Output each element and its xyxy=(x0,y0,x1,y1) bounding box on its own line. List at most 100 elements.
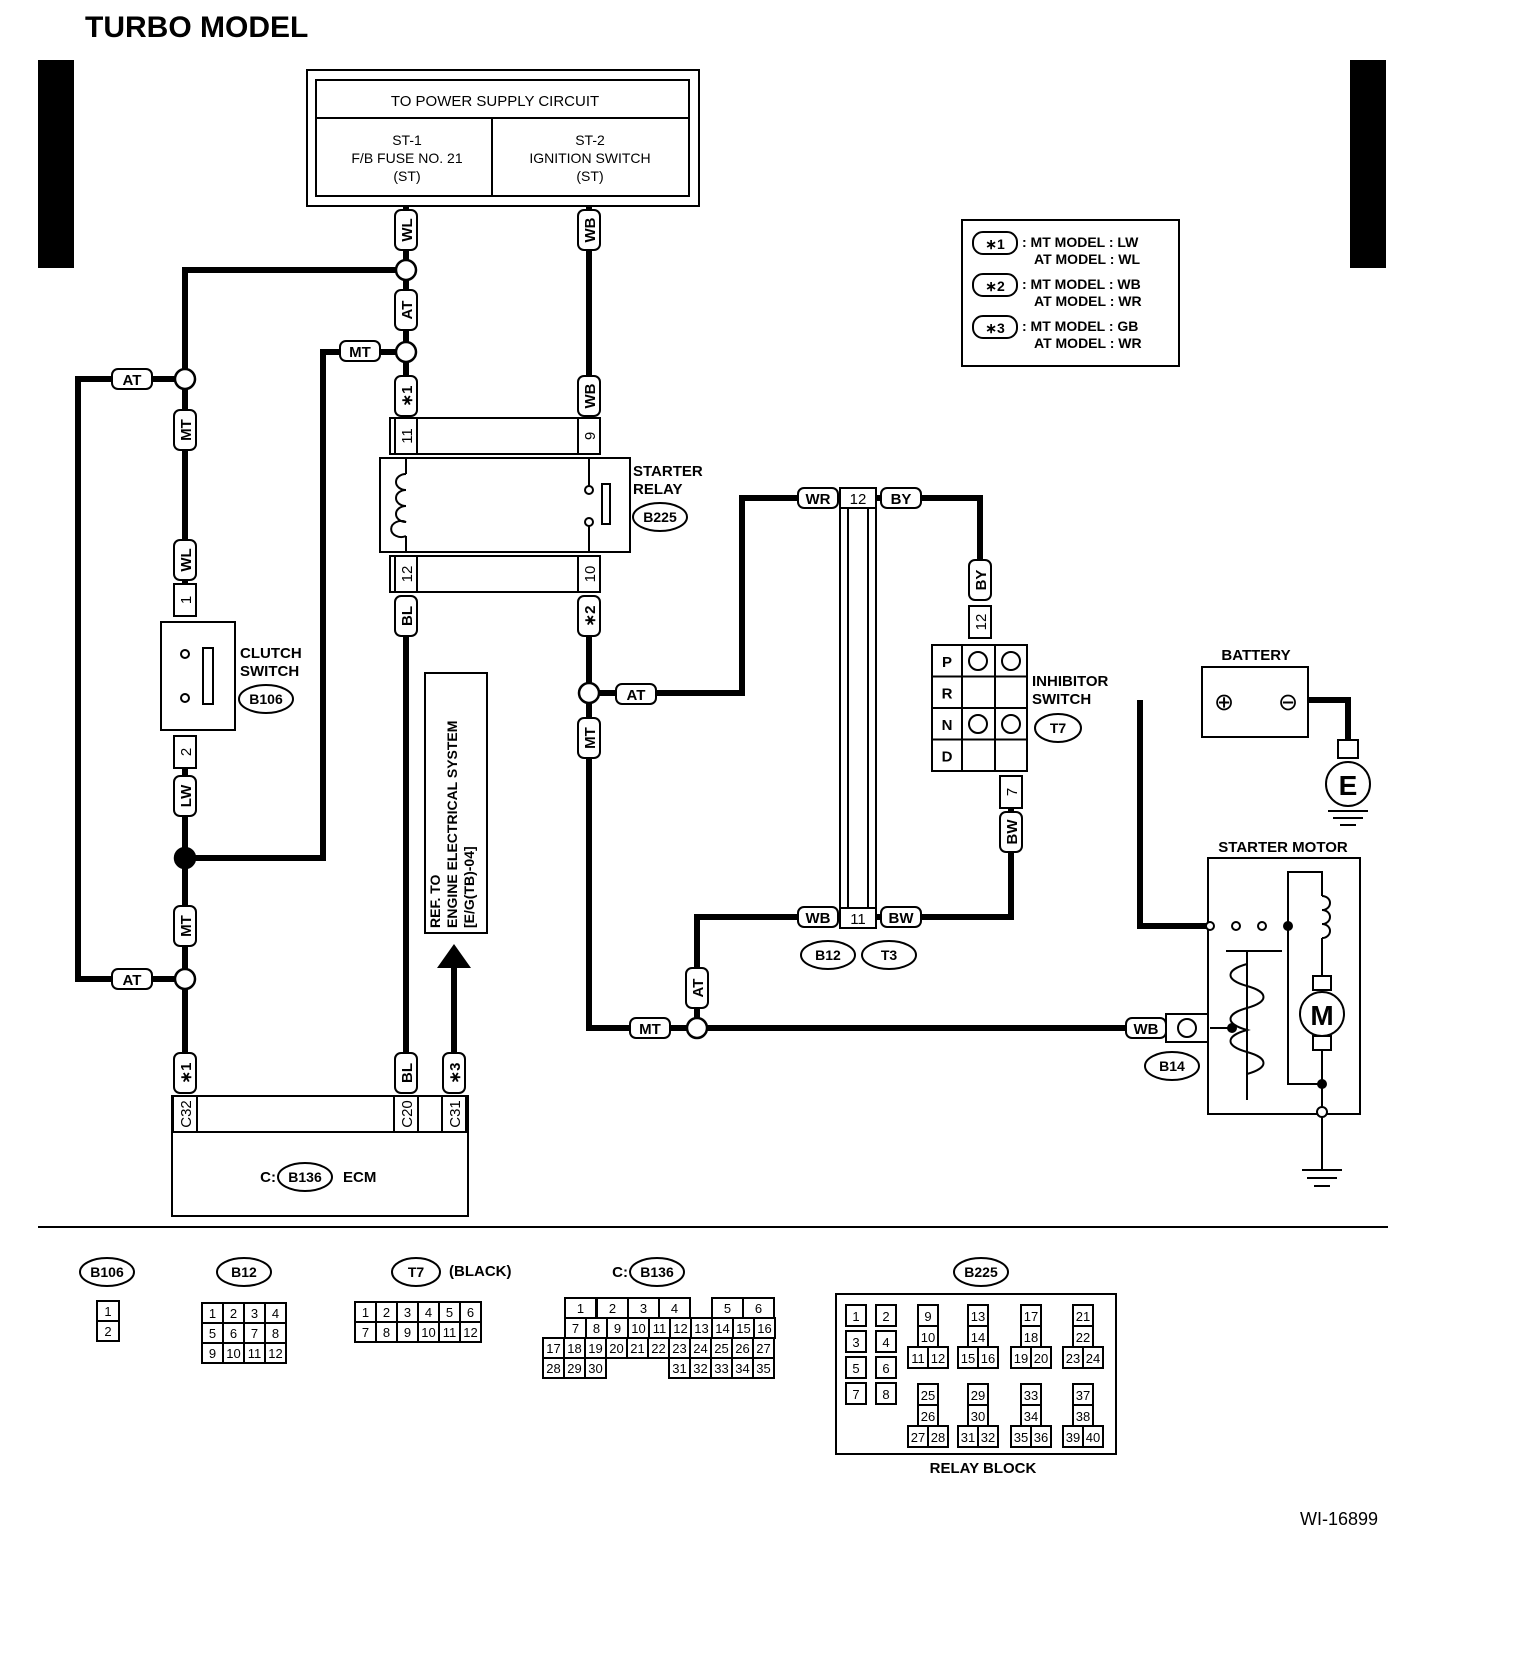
face-b136-pin-32: 32 xyxy=(693,1361,707,1376)
face-t7-pin-10: 10 xyxy=(421,1325,435,1340)
face-id-b12-text: B12 xyxy=(231,1264,257,1280)
ignition-label-0: ST-2 xyxy=(575,132,605,148)
inhibitor-pos-R: R xyxy=(942,686,953,703)
legend-line1-1: : MT MODEL : LW xyxy=(1022,234,1139,250)
node-mt-at xyxy=(685,1016,709,1040)
face-b136-pin-2: 2 xyxy=(609,1301,616,1316)
starter-solenoid-return xyxy=(1287,926,1322,1085)
relay-contact-a xyxy=(584,485,594,495)
clutch-pin-2 xyxy=(173,735,197,769)
side-tag-left xyxy=(38,60,74,268)
wire-label-lw xyxy=(173,775,197,817)
face-b106-pin-2: 2 xyxy=(104,1324,111,1339)
clutch-switch-label-1: SWITCH xyxy=(240,663,299,680)
ecm-prefix: C: xyxy=(260,1169,276,1186)
face-b225-pin-23: 23 xyxy=(1066,1351,1080,1366)
wire-wb-at-branch xyxy=(694,914,840,1028)
ecm-pin-c20-text: C20 xyxy=(399,1100,416,1128)
face-b12-pin-5: 5 xyxy=(209,1326,216,1341)
fuse-label-1: F/B FUSE NO. 21 xyxy=(351,150,462,166)
node-wl-at xyxy=(394,258,418,282)
face-id-b225 xyxy=(953,1257,1009,1287)
wire-mt-feedback xyxy=(185,349,406,861)
legend-key-1 xyxy=(972,231,1018,255)
clutch-switch xyxy=(160,621,236,731)
power-supply-box xyxy=(315,79,690,197)
face-b136-pin-10: 10 xyxy=(631,1321,645,1336)
face-b136-pin-3: 3 xyxy=(640,1301,647,1316)
node-mt-join xyxy=(394,340,418,364)
wire-battery-to-starter xyxy=(1137,700,1210,929)
inhibitor-pin-12 xyxy=(968,605,992,639)
connector-id-t3-text: T3 xyxy=(881,947,898,963)
face-b12-pin-6: 6 xyxy=(230,1326,237,1341)
wire-label-wb-b12-text: WB xyxy=(806,910,831,927)
face-b136-pin-25: 25 xyxy=(714,1341,728,1356)
face-b225-cell-6 xyxy=(875,1356,897,1379)
face-t7-pin-4: 4 xyxy=(425,1305,432,1320)
face-b225-pin-32: 32 xyxy=(981,1430,995,1445)
ref-note-line-1: ENGINE ELECTRICAL SYSTEM xyxy=(444,721,460,928)
face-b136-pin-22: 22 xyxy=(651,1341,665,1356)
ecm-id xyxy=(277,1162,333,1192)
node-at-top xyxy=(173,367,197,391)
face-t7-pin-12: 12 xyxy=(463,1325,477,1340)
relay-block-caption: RELAY BLOCK xyxy=(930,1460,1037,1477)
face-b225-pin-35: 35 xyxy=(1014,1430,1028,1445)
face-b136-pin-11: 11 xyxy=(653,1321,667,1336)
face-b225-pin-26: 26 xyxy=(921,1409,935,1424)
face-b225-cell-40 xyxy=(1082,1425,1104,1448)
b12-pin-11-box xyxy=(839,907,877,929)
wire-label-s1-top-text: ∗1 xyxy=(399,386,416,407)
wire-label-s2-text: ∗2 xyxy=(582,606,599,627)
face-b225-cell-7 xyxy=(845,1382,867,1405)
ref-note-line-0: REF. TO xyxy=(427,874,443,928)
wire-label-at-5-text: AT xyxy=(690,979,707,998)
face-t7-pin-5: 5 xyxy=(446,1305,453,1320)
wire-label-at-3-text: AT xyxy=(123,972,142,989)
starter-motor xyxy=(1207,857,1361,1115)
wire-label-bw-2 xyxy=(880,906,922,928)
relay-contact-b xyxy=(584,517,594,527)
face-b225-cell-5 xyxy=(845,1356,867,1379)
face-t7-note: (BLACK) xyxy=(449,1263,511,1280)
ignition-label-2: (ST) xyxy=(576,168,603,184)
b12-pin-12-box xyxy=(839,487,877,509)
face-b225-cell-4 xyxy=(875,1330,897,1353)
face-b225-pin-34: 34 xyxy=(1024,1409,1038,1424)
wire-label-mt-5-text: MT xyxy=(639,1021,661,1038)
face-b12-cell-12 xyxy=(264,1342,287,1364)
face-b225-cell-36 xyxy=(1030,1425,1052,1448)
face-b225-cell-20 xyxy=(1030,1346,1052,1369)
face-b136-pin-6: 6 xyxy=(755,1301,762,1316)
figure-id: WI-16899 xyxy=(1300,1509,1378,1529)
relay-pin-10-text: 10 xyxy=(582,566,599,583)
inhibitor-switch-id xyxy=(1034,713,1082,743)
face-b225-cell-2 xyxy=(875,1304,897,1327)
solenoid-coil-icon xyxy=(1229,963,1265,1075)
motor-brush-bottom xyxy=(1312,1035,1332,1051)
face-b136-pin-18: 18 xyxy=(567,1341,581,1356)
legend-key-text-2: ∗2 xyxy=(985,278,1005,294)
wire-label-wb-mid xyxy=(577,375,601,417)
face-b136-pin-17: 17 xyxy=(546,1341,560,1356)
face-id-b12 xyxy=(216,1257,272,1287)
face-b136-pin-23: 23 xyxy=(672,1341,686,1356)
inhibitor-pin-7-text: 7 xyxy=(1004,788,1021,796)
face-b225-pin-39: 39 xyxy=(1066,1430,1080,1445)
wire-label-wr-text: WR xyxy=(806,491,831,508)
face-b225-pin-13: 13 xyxy=(971,1309,985,1324)
wire-label-wl-clutch xyxy=(173,539,197,581)
ref-note-line-2: [E/G(TB)-04] xyxy=(461,846,477,928)
connector-id-b12 xyxy=(800,940,856,970)
face-b225-pin-31: 31 xyxy=(961,1430,975,1445)
face-b225-cell-24 xyxy=(1082,1346,1104,1369)
starter-ground-node xyxy=(1317,1079,1327,1089)
clutch-pin-2-text: 2 xyxy=(178,748,195,756)
face-t7-pin-2: 2 xyxy=(383,1305,390,1320)
wire-label-wl xyxy=(394,209,418,251)
inhibitor-switch-id-text: T7 xyxy=(1050,720,1067,736)
motor-label: M xyxy=(1310,1000,1333,1031)
relay-coil-icon xyxy=(390,473,407,538)
clutch-pin-1 xyxy=(173,583,197,617)
